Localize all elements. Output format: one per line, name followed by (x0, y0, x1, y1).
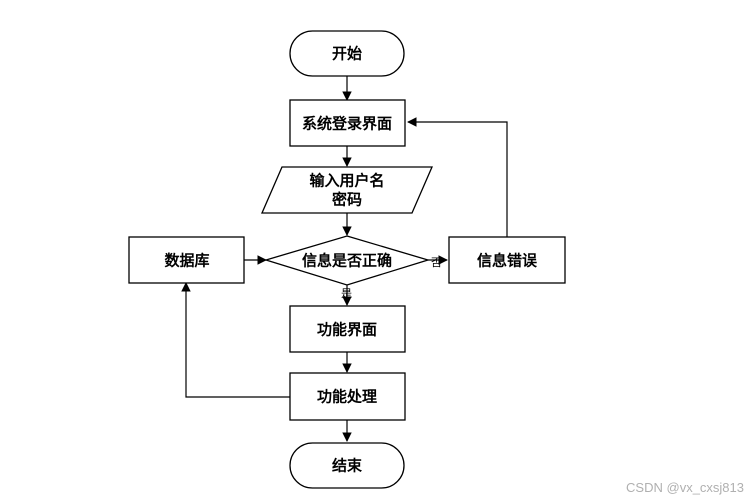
edge-processing-to-database (181, 282, 290, 398)
feature-ui-label: 功能界面 (317, 321, 377, 339)
edge-label-yes: 是 (341, 287, 352, 300)
database-label: 数据库 (164, 252, 209, 270)
error-label: 信息错误 (477, 252, 538, 270)
login-screen-box: 系统登录界面 (289, 99, 406, 147)
error-box: 信息错误 (448, 236, 566, 284)
input-credentials-parallelogram: 输入用户名 密码 (261, 166, 433, 214)
input-credentials-line1: 输入用户名 (309, 172, 384, 190)
feature-ui-box: 功能界面 (289, 305, 406, 353)
end-terminal: 结束 (289, 442, 405, 489)
processing-label: 功能处理 (317, 388, 377, 406)
end-label: 结束 (332, 457, 363, 475)
check-decision-label: 信息是否正确 (302, 252, 392, 270)
check-decision-diamond: 信息是否正确 (263, 235, 431, 286)
edge-error-to-login (407, 117, 508, 237)
login-screen-label: 系统登录界面 (302, 115, 392, 133)
edge-label-no: 否 (431, 256, 442, 269)
watermark: CSDN @vx_cxsj813 (626, 480, 744, 495)
start-label: 开始 (332, 45, 362, 63)
start-terminal: 开始 (289, 30, 405, 77)
input-credentials-line2: 密码 (332, 191, 362, 209)
database-box: 数据库 (128, 236, 245, 284)
processing-box: 功能处理 (289, 372, 406, 421)
